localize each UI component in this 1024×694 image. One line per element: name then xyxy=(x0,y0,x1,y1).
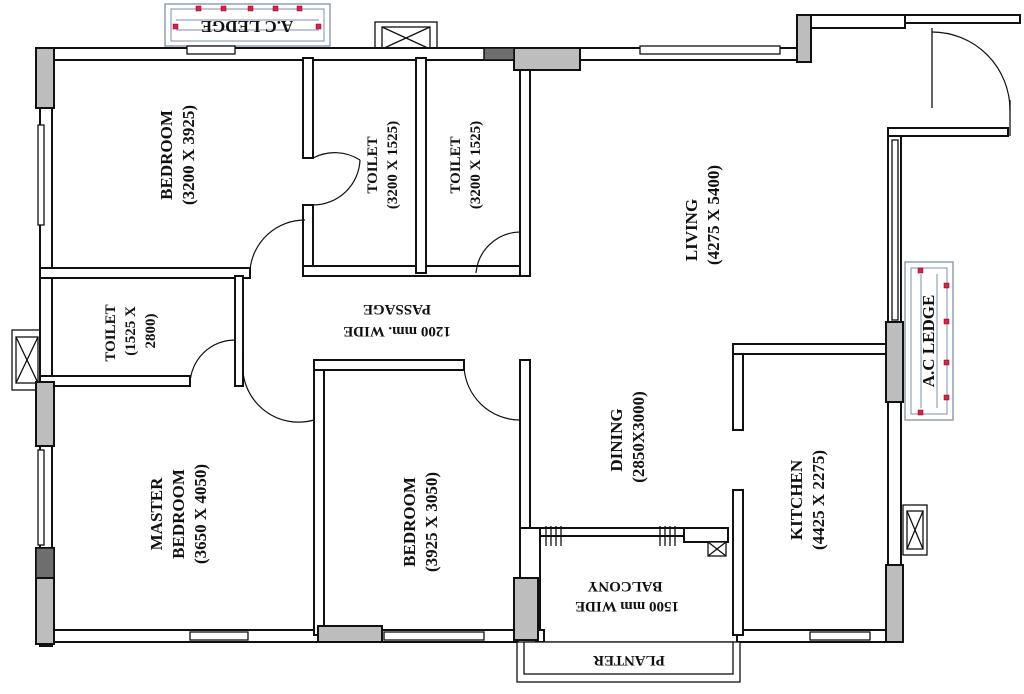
room-toilet-1: TOILET (3200 X 1525) xyxy=(365,121,401,209)
ac-ledge-right: A.C LEDGE xyxy=(904,261,954,421)
passage: PASSAGE 1200 mm. WIDE xyxy=(343,301,451,339)
planter-label: PLANTER xyxy=(593,652,665,668)
room-dims: (3200 X 1525) xyxy=(385,121,401,209)
planter xyxy=(516,641,741,683)
balcony-railing xyxy=(545,526,727,557)
room-dining: DINING (2850X3000) xyxy=(607,391,648,483)
room-name: DINING xyxy=(607,408,626,471)
room-name: TOILET xyxy=(448,136,464,193)
room-bedroom-top: BEDROOM (3200 X 3925) xyxy=(157,105,198,205)
room-dims: (3925 X 3050) xyxy=(422,472,441,572)
room-name: KITCHEN xyxy=(787,459,806,540)
columns xyxy=(35,14,904,645)
room-name-2: BEDROOM xyxy=(169,469,188,559)
room-bedroom-bottom: BEDROOM (3925 X 3050) xyxy=(400,472,441,572)
outer-walls xyxy=(37,14,1021,647)
vent-right xyxy=(902,504,928,556)
room-dims-1: (1525 X xyxy=(123,306,139,356)
room-toilet-left: TOILET (1525 X 2800) xyxy=(103,304,159,361)
room-name: TOILET xyxy=(103,304,119,361)
passage-width: 1200 mm. WIDE xyxy=(343,323,451,339)
ac-ledge-top: A.C LEDGE xyxy=(164,3,331,47)
room-dims: (3200 X 3925) xyxy=(179,105,198,205)
vent-left xyxy=(11,329,43,391)
room-dims: (4275 X 5400) xyxy=(704,165,723,265)
room-dims-2: 2800) xyxy=(143,314,159,349)
room-name: LIVING xyxy=(682,199,701,261)
balcony-width: 1500 mm WIDE xyxy=(575,598,679,614)
room-name: TOILET xyxy=(365,136,381,193)
room-name: BEDROOM xyxy=(400,477,419,567)
doors xyxy=(189,28,1011,423)
room-living: LIVING (4275 X 5400) xyxy=(682,165,723,265)
room-master-bedroom: MASTER BEDROOM (3650 X 4050) xyxy=(147,464,210,564)
room-name: BEDROOM xyxy=(157,110,176,200)
room-dims: (3200 X 1525) xyxy=(468,121,484,209)
ac-ledge-top-label: A.C LEDGE xyxy=(201,17,294,36)
balcony-name: BALCONY xyxy=(587,578,662,594)
internal-walls xyxy=(39,57,889,636)
ac-ledge-right-label: A.C LEDGE xyxy=(919,295,938,388)
room-dims: (3650 X 4050) xyxy=(191,464,210,564)
room-kitchen: KITCHEN (4425 X 2275) xyxy=(787,450,828,550)
room-toilet-2: TOILET (3200 X 1525) xyxy=(448,121,484,209)
passage-name: PASSAGE xyxy=(363,301,431,317)
room-name-1: MASTER xyxy=(147,477,166,550)
balcony: BALCONY 1500 mm WIDE xyxy=(575,578,679,614)
room-dims: (4425 X 2275) xyxy=(809,450,828,550)
room-dims: (2850X3000) xyxy=(629,391,648,483)
